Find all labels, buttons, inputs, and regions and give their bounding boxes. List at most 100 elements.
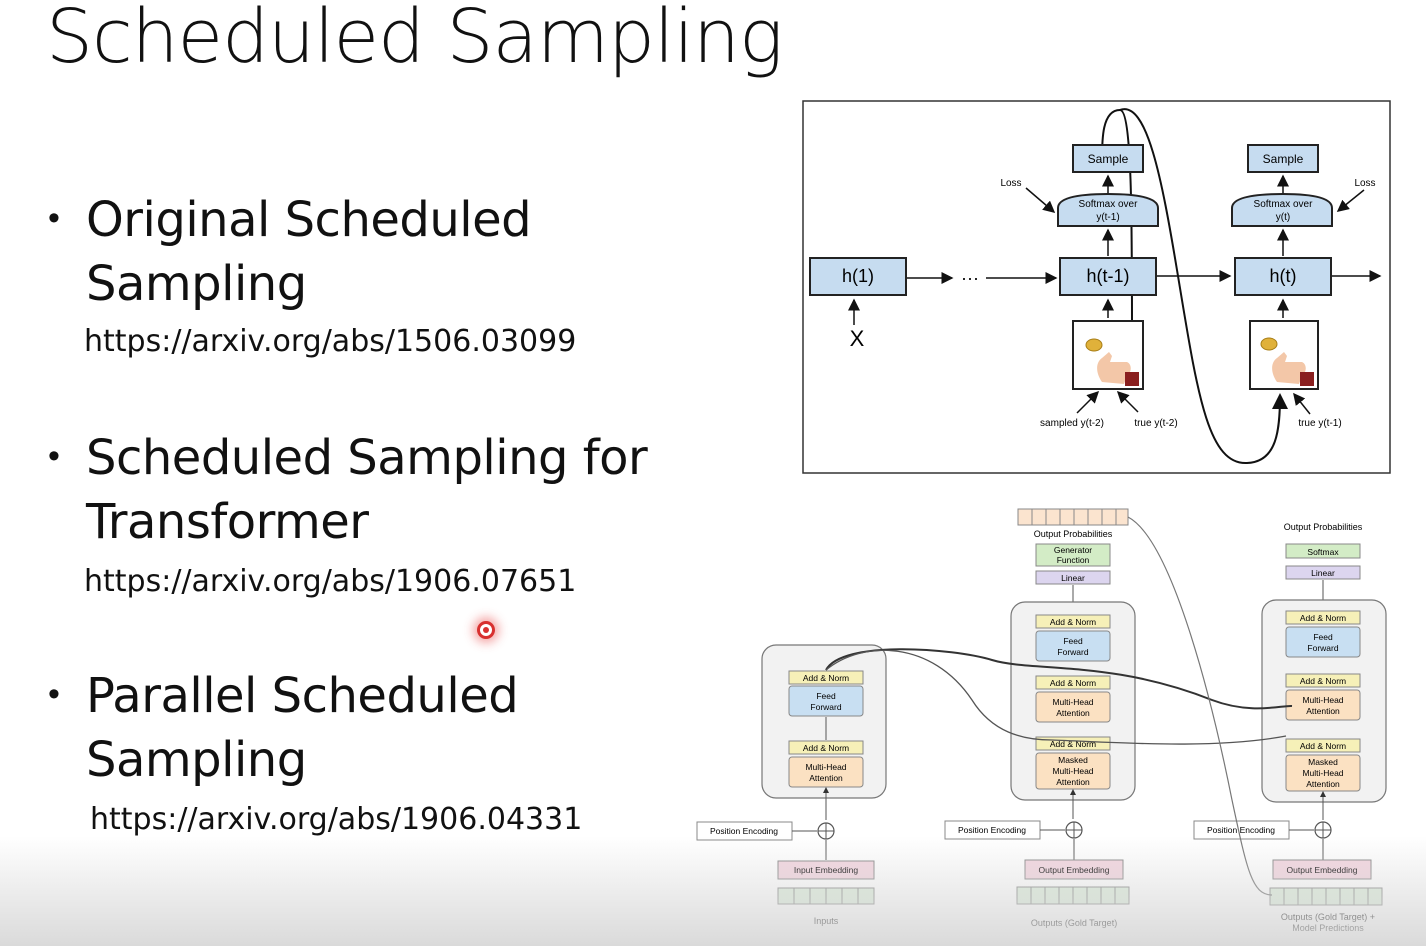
softmax-left-label: Softmax over bbox=[1079, 199, 1139, 210]
encoder-to-decoder2-curve bbox=[825, 648, 1293, 710]
bullet-title-line: Original Scheduled bbox=[86, 192, 532, 248]
h1-box bbox=[809, 257, 907, 296]
bullet-title: Original Scheduled Sampling bbox=[86, 188, 706, 316]
transformer-diagram: Add & Norm Feed Forward Add & Norm Multi… bbox=[696, 508, 1387, 933]
true-y-right-label: true y(t-1) bbox=[1298, 418, 1341, 429]
bullet-title: Parallel Scheduled Sampling bbox=[86, 664, 706, 792]
add-norm-label: Add & Norm bbox=[803, 743, 849, 753]
mha-label: Attention bbox=[1056, 708, 1090, 718]
arrow bbox=[1116, 390, 1139, 413]
mha-label: Attention bbox=[1306, 706, 1340, 716]
add-norm-box bbox=[1285, 738, 1361, 753]
feed-forward-label: Feed bbox=[1063, 636, 1083, 646]
add-norm-label: Add & Norm bbox=[1300, 676, 1346, 686]
output-probabilities-label: Output Probabilities bbox=[1034, 529, 1113, 539]
feed-forward-box bbox=[1035, 630, 1111, 662]
paper-link[interactable]: https://arxiv.org/abs/1506.03099 bbox=[84, 324, 577, 359]
ht-minus1-box bbox=[1059, 257, 1157, 296]
add-norm-label: Add & Norm bbox=[803, 673, 849, 683]
position-encoding-label: Position Encoding bbox=[1207, 825, 1275, 835]
bullet-dot: • bbox=[48, 675, 60, 713]
bullet-title-line: Scheduled Sampling for bbox=[86, 430, 648, 486]
masked-label: Multi-Head bbox=[1052, 766, 1093, 776]
outputs-gold-label: Outputs (Gold Target) bbox=[1031, 918, 1117, 928]
masked-label: Masked bbox=[1308, 757, 1338, 767]
position-encoding-label: Position Encoding bbox=[710, 826, 778, 836]
arrow bbox=[1076, 390, 1100, 414]
ellipsis-label: ··· bbox=[961, 268, 979, 288]
sampled-y-label: sampled y(t-2) bbox=[1040, 418, 1104, 429]
outputs-mixed-label: Model Predictions bbox=[1292, 923, 1364, 933]
inputs-label: Inputs bbox=[814, 916, 839, 926]
loss-left-label: Loss bbox=[1000, 178, 1021, 189]
feed-forward-label: Forward bbox=[1307, 643, 1338, 653]
slide-title: Scheduled Sampling bbox=[46, 0, 783, 80]
coin-flip-hand-icon bbox=[1085, 338, 1139, 386]
loss-arrow bbox=[1336, 189, 1365, 212]
mha-label: Multi-Head bbox=[1052, 697, 1093, 707]
encoder-to-decoder1-curve bbox=[825, 649, 1287, 745]
input-x-label: X bbox=[850, 326, 865, 351]
input-embedding-label: Input Embedding bbox=[794, 865, 859, 875]
ht-minus1-label: h(t-1) bbox=[1086, 266, 1129, 286]
masked-label: Masked bbox=[1058, 755, 1088, 765]
bullet-dot: • bbox=[48, 199, 60, 237]
loss-right-label: Loss bbox=[1354, 178, 1375, 189]
feed-forward-label: Feed bbox=[1313, 632, 1333, 642]
rnn-diagram: h(1) X ··· h(t-1) h(t) Softmax over y(t-… bbox=[802, 100, 1391, 474]
multi-head-attention-box bbox=[1035, 691, 1111, 723]
feed-forward-box bbox=[788, 685, 864, 717]
add-norm-label: Add & Norm bbox=[1050, 617, 1096, 627]
softmax-box bbox=[1285, 543, 1361, 559]
feed-forward-box bbox=[1285, 626, 1361, 658]
feed-forward-label: Forward bbox=[810, 702, 841, 712]
add-norm-box bbox=[1285, 610, 1361, 625]
add-norm-label: Add & Norm bbox=[1050, 678, 1096, 688]
add-norm-box bbox=[1285, 673, 1361, 688]
add-norm-label: Add & Norm bbox=[1050, 739, 1096, 749]
linear-box bbox=[1285, 565, 1361, 580]
token-dividers bbox=[1031, 509, 1117, 525]
output-embedding-label: Output Embedding bbox=[1039, 865, 1110, 875]
h1-label: h(1) bbox=[842, 266, 874, 286]
position-encoding-label: Position Encoding bbox=[958, 825, 1026, 835]
bullet-title-line: Parallel Scheduled bbox=[86, 668, 519, 724]
bullet-dot: • bbox=[48, 437, 60, 475]
softmax-right-box bbox=[1231, 192, 1333, 227]
pointer-cursor-icon bbox=[477, 621, 495, 639]
ht-label: h(t) bbox=[1270, 266, 1297, 286]
sample-left-label: Sample bbox=[1088, 152, 1129, 166]
output-probabilities-bar bbox=[1017, 508, 1129, 526]
output-probabilities-label: Output Probabilities bbox=[1284, 522, 1363, 532]
mha-label: Multi-Head bbox=[1302, 695, 1343, 705]
sample-right-box bbox=[1247, 144, 1319, 173]
paper-link[interactable]: https://arxiv.org/abs/1906.07651 bbox=[84, 564, 577, 599]
bullet-title-line: Sampling bbox=[86, 732, 307, 788]
sample-connector-top bbox=[1101, 108, 1133, 336]
softmax-left-label: y(t-1) bbox=[1096, 212, 1119, 223]
add-norm-box bbox=[1035, 675, 1111, 690]
add-norm-box bbox=[1035, 614, 1111, 629]
generator-function-box bbox=[1035, 543, 1111, 567]
multi-head-attention-box bbox=[1285, 689, 1361, 721]
coin-flip-hand-icon bbox=[1260, 337, 1314, 386]
bullet-title-line: Sampling bbox=[86, 256, 307, 312]
sample-right-label: Sample bbox=[1263, 152, 1304, 166]
softmax-right-label: y(t) bbox=[1276, 212, 1290, 223]
linear-box bbox=[1035, 570, 1111, 585]
softmax-left-box bbox=[1057, 192, 1159, 227]
generator-label: Function bbox=[1057, 555, 1090, 565]
softmax-label: Softmax bbox=[1307, 547, 1339, 557]
add-norm-label: Add & Norm bbox=[1300, 613, 1346, 623]
paper-link[interactable]: https://arxiv.org/abs/1906.04331 bbox=[90, 802, 583, 837]
softmax-right-label: Softmax over bbox=[1254, 199, 1314, 210]
ht-box bbox=[1234, 257, 1332, 296]
sample-feedback-curve bbox=[1119, 108, 1288, 465]
bullet-title: Scheduled Sampling for Transformer bbox=[86, 426, 706, 554]
mha-label: Multi-Head bbox=[805, 762, 846, 772]
add-norm-box bbox=[788, 670, 864, 685]
generator-label: Generator bbox=[1054, 545, 1092, 555]
loss-arrow bbox=[1025, 187, 1056, 213]
mha-label: Attention bbox=[809, 773, 843, 783]
feed-forward-label: Forward bbox=[1057, 647, 1088, 657]
